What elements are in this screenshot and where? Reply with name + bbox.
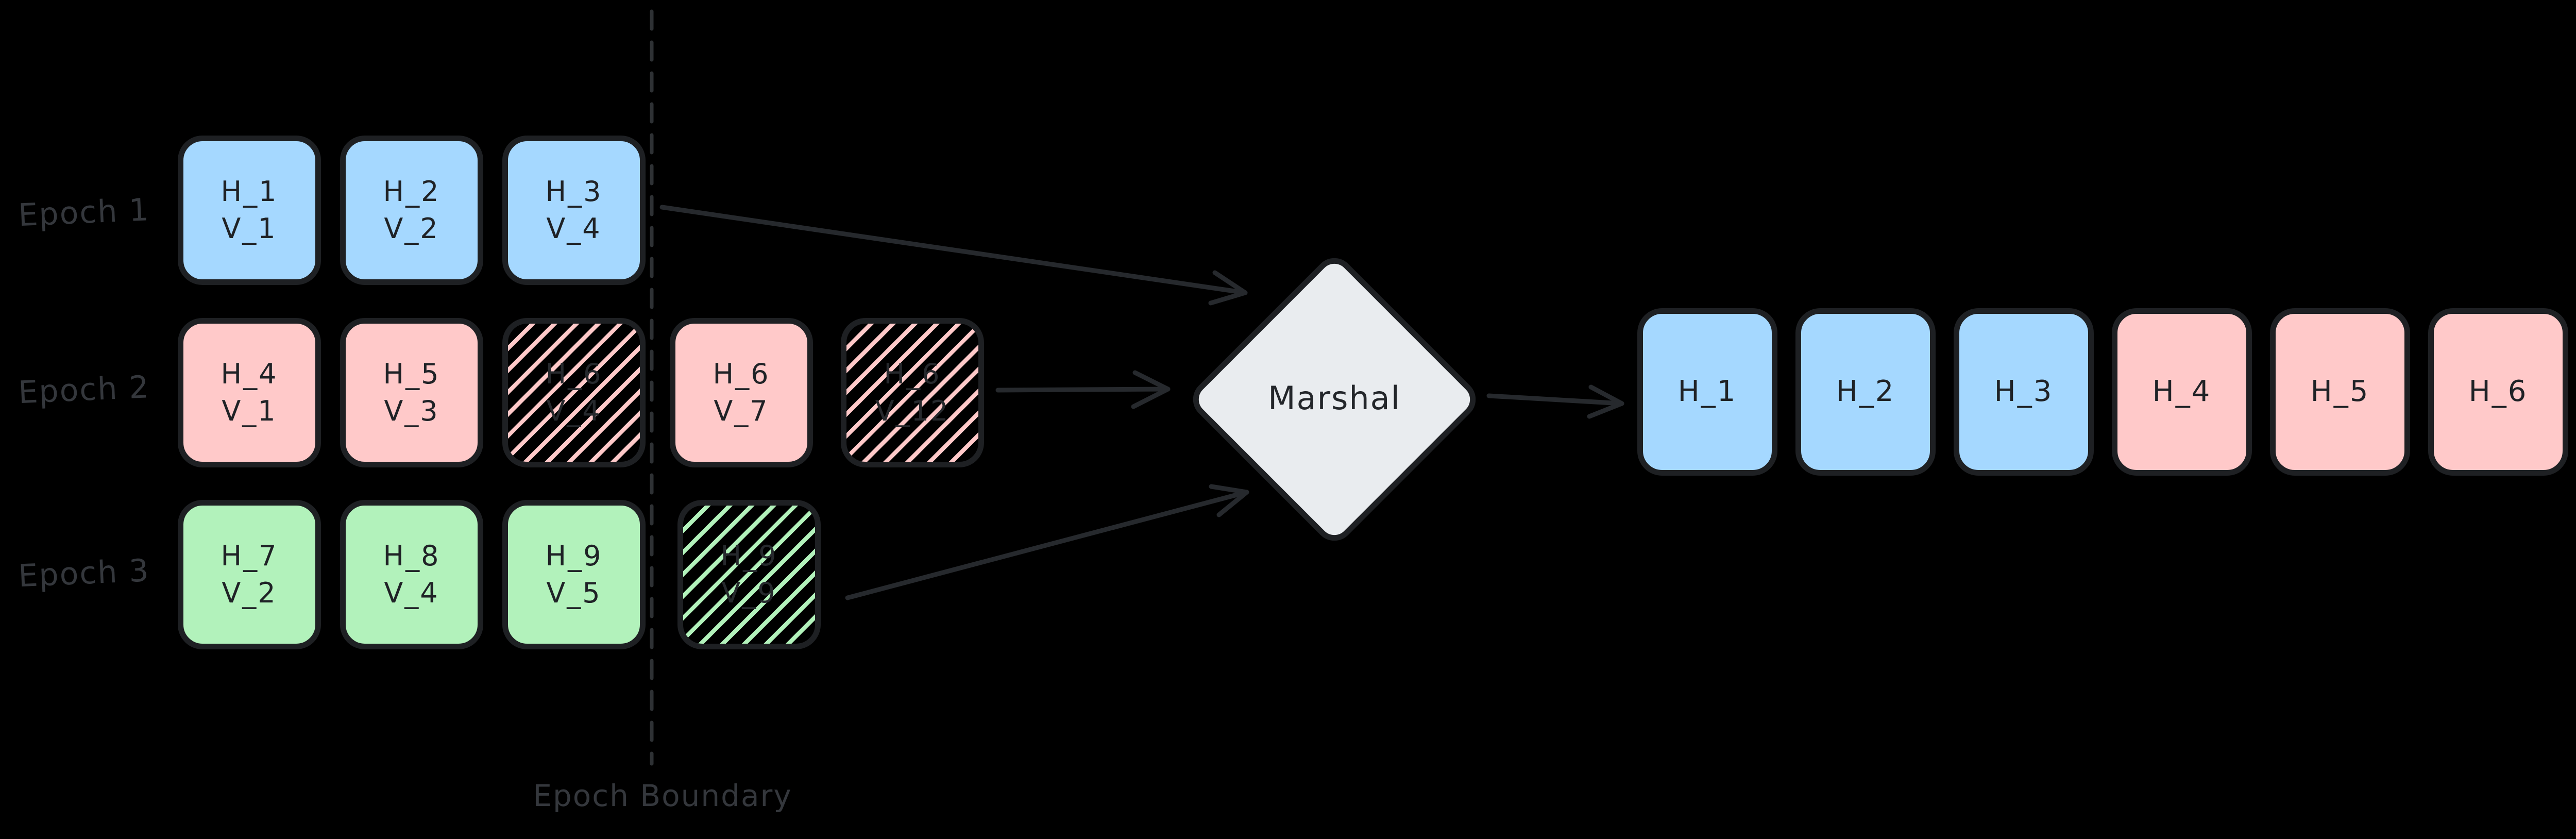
box-epoch1-h2-v2: H_2 V_2 — [340, 136, 483, 285]
box-h-label: H_7 — [221, 539, 278, 572]
output-box-h6: H_6 — [2428, 308, 2568, 476]
box-v-label: V_5 — [546, 577, 602, 609]
box-h-label: H_8 — [383, 539, 440, 572]
box-h-label: H_9 — [545, 539, 603, 572]
box-v-label: V_4 — [546, 395, 602, 427]
output-box-h5: H_5 — [2270, 308, 2410, 476]
box-v-label: V_4 — [546, 212, 602, 245]
box-h-label: H_6 — [545, 357, 603, 390]
epoch-boundary-label: Epoch Boundary — [533, 778, 792, 813]
arrow-epoch3-to-marshal — [845, 484, 1249, 600]
epoch-1-label: Epoch 1 — [18, 192, 150, 234]
box-epoch3-h9-v5: H_9 V_5 — [502, 500, 646, 649]
box-epoch1-h3-v4: H_3 V_4 — [502, 136, 646, 285]
box-v-label: V_3 — [384, 395, 439, 427]
box-h-label: H_5 — [383, 357, 440, 390]
output-box-label: H_5 — [2310, 375, 2370, 409]
box-v-label: V_1 — [222, 395, 277, 427]
arrow-epoch2-to-marshal — [995, 370, 1171, 409]
box-h-label: H_2 — [383, 175, 440, 208]
box-v-label: V_4 — [384, 577, 439, 609]
box-v-label: V_12 — [875, 395, 950, 427]
box-epoch3-h8-v4: H_8 V_4 — [340, 500, 483, 649]
box-h-label: H_6 — [884, 357, 941, 390]
marshal-label: Marshal — [1268, 379, 1401, 417]
box-h-label: H_6 — [713, 357, 770, 390]
box-epoch2-h5-v3: H_5 V_3 — [340, 318, 483, 467]
epoch-3-label: Epoch 3 — [18, 552, 150, 595]
box-h-label: H_9 — [720, 539, 778, 572]
box-h-label: H_1 — [221, 175, 278, 208]
output-box-label: H_4 — [2152, 375, 2212, 409]
output-box-h2: H_2 — [1795, 308, 1936, 476]
output-box-label: H_3 — [1994, 375, 2054, 409]
box-epoch3-h9-v9-discarded: H_9 V_9 — [677, 500, 821, 649]
box-v-label: V_2 — [222, 577, 277, 609]
box-v-label: V_2 — [384, 212, 439, 245]
box-epoch2-h6-v4-discarded: H_6 V_4 — [502, 318, 646, 467]
output-box-h4: H_4 — [2112, 308, 2252, 476]
box-h-label: H_4 — [221, 357, 278, 390]
epoch-2-label: Epoch 2 — [18, 369, 150, 411]
box-epoch2-h6-v12-discarded: H_6 V_12 — [841, 318, 984, 467]
box-epoch2-h6-v7: H_6 V_7 — [670, 318, 813, 467]
output-box-h1: H_1 — [1637, 308, 1777, 476]
output-box-h3: H_3 — [1954, 308, 2094, 476]
output-box-label: H_2 — [1836, 375, 1895, 409]
box-v-label: V_7 — [714, 395, 769, 427]
box-v-label: V_1 — [222, 212, 277, 245]
box-h-label: H_3 — [545, 175, 603, 208]
box-epoch2-h4-v1: H_4 V_1 — [178, 318, 321, 467]
box-epoch1-h1-v1: H_1 V_1 — [178, 136, 321, 285]
arrow-epoch1-to-marshal — [659, 205, 1248, 306]
box-epoch3-h7-v2: H_7 V_2 — [178, 500, 321, 649]
arrow-marshal-to-output — [1486, 384, 1624, 419]
output-box-label: H_6 — [2468, 375, 2528, 409]
output-box-label: H_1 — [1677, 375, 1737, 409]
box-v-label: V_9 — [721, 577, 777, 609]
